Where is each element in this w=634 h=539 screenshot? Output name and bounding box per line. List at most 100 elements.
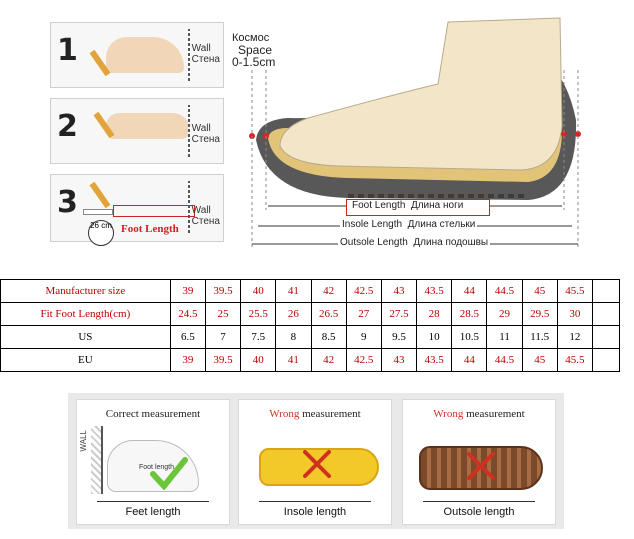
step-number: 3 — [57, 185, 78, 220]
panel-caption: Insole length — [283, 506, 347, 518]
table-cell: 29.5 — [521, 302, 558, 326]
table-cell: 8.5 — [310, 325, 347, 349]
table-cell: 39.5 — [204, 279, 242, 303]
table-cell: 30 — [556, 302, 594, 326]
ruler-icon — [83, 209, 113, 215]
table-cell: 7 — [204, 325, 242, 349]
step-number: 2 — [57, 109, 78, 144]
table-cell: 43 — [380, 348, 418, 372]
wall-line — [188, 29, 190, 81]
foot-illustration — [106, 113, 190, 139]
foot-length-inner-label: Foot length — [139, 464, 175, 471]
table-row: Fit Foot Length(cm) 24.5 25 25.5 26 26.5… — [0, 302, 620, 326]
panel-title: Wrong measurement — [433, 408, 525, 420]
row-label: Fit Foot Length(cm) — [0, 302, 171, 326]
foot-length-box — [113, 205, 195, 217]
measurement-guide: Correct measurement WALL Foot length Fee… — [68, 393, 564, 529]
table-cell: 28 — [416, 302, 453, 326]
table-cell: 42 — [310, 279, 347, 303]
foot-length-row: Foot Length Длина ноги — [352, 200, 464, 211]
row-label: Manufacturer size — [0, 279, 171, 303]
foot-shape — [279, 17, 563, 171]
table-cell: 44 — [451, 279, 488, 303]
table-row: US 6.5 7 7.5 8 8.5 9 9.5 10 10.5 11 11.5… — [0, 325, 620, 349]
table-cell: 45.5 — [556, 348, 594, 372]
table-cell: 9.5 — [380, 325, 418, 349]
foot-length-highlight — [346, 199, 490, 216]
table-cell: 12 — [556, 325, 594, 349]
wall-graphic — [91, 426, 103, 494]
panel-title: Wrong measurement — [269, 408, 361, 420]
insole-length-row: Insole Length Длина стельки — [340, 219, 478, 230]
table-cell: 44.5 — [486, 348, 523, 372]
table-cell: 28.5 — [451, 302, 488, 326]
table-cell: 39 — [169, 279, 206, 303]
outsole-length-row: Outsole Length Длина подошвы — [338, 237, 491, 248]
table-cell: 6.5 — [169, 325, 206, 349]
wall-line — [188, 181, 190, 233]
table-cell: 45 — [521, 348, 558, 372]
table-cell: 7.5 — [240, 325, 277, 349]
table-cell-empty — [592, 348, 620, 372]
table-cell: 27.5 — [380, 302, 418, 326]
foot-length-label: Foot Length — [121, 223, 179, 235]
table-cell: 26 — [275, 302, 312, 326]
wrong-insole-panel: Wrong measurement Insole length — [238, 399, 392, 525]
table-cell: 44.5 — [486, 279, 523, 303]
table-cell: 43.5 — [416, 348, 453, 372]
table-cell: 42.5 — [345, 348, 382, 372]
row-label: US — [0, 325, 171, 349]
panel-caption: Feet length — [125, 506, 181, 518]
row-label: EU — [0, 348, 171, 372]
table-cell: 42.5 — [345, 279, 382, 303]
table-cell-empty — [592, 325, 620, 349]
table-cell: 10.5 — [451, 325, 488, 349]
size-badge: 26 cm — [88, 220, 114, 246]
table-cell-empty — [592, 279, 620, 303]
table-cell: 11.5 — [521, 325, 558, 349]
step-number: 1 — [57, 33, 78, 68]
cross-icon — [467, 452, 495, 480]
table-cell: 26.5 — [310, 302, 347, 326]
table-cell: 41 — [275, 279, 312, 303]
table-cell: 29 — [486, 302, 523, 326]
table-row: EU 39 39.5 40 41 42 42.5 43 43.5 44 44.5… — [0, 348, 620, 372]
table-cell: 43 — [380, 279, 418, 303]
table-cell: 24.5 — [169, 302, 206, 326]
panel-caption: Outsole length — [443, 506, 515, 518]
shoe-diagram: Космос Space 0-1.5cm — [228, 0, 634, 268]
table-cell: 43.5 — [416, 279, 453, 303]
table-cell: 40 — [240, 348, 277, 372]
table-cell: 42 — [310, 348, 347, 372]
foot-illustration — [106, 37, 184, 73]
size-chart-table: Manufacturer size 39 39.5 40 41 42 42.5 … — [0, 279, 620, 372]
table-cell: 25.5 — [240, 302, 277, 326]
wall-line — [188, 105, 190, 157]
wrong-outsole-panel: Wrong measurement Outsole length — [402, 399, 556, 525]
cross-icon — [303, 450, 331, 478]
pencil-icon — [89, 181, 111, 209]
table-cell: 9 — [345, 325, 382, 349]
table-cell: 44 — [451, 348, 488, 372]
table-cell: 11 — [486, 325, 523, 349]
table-cell: 39 — [169, 348, 206, 372]
table-cell: 40 — [240, 279, 277, 303]
space-label: Космос Space 0-1.5cm — [232, 32, 276, 69]
table-cell: 8 — [275, 325, 312, 349]
table-row: Manufacturer size 39 39.5 40 41 42 42.5 … — [0, 279, 620, 303]
table-cell: 39.5 — [204, 348, 242, 372]
panel-title: Correct measurement — [105, 408, 201, 420]
checkmark-icon — [150, 457, 188, 490]
table-cell: 27 — [345, 302, 382, 326]
correct-measurement-panel: Correct measurement WALL Foot length Fee… — [76, 399, 230, 525]
table-cell-empty — [592, 302, 620, 326]
table-cell: 45.5 — [556, 279, 594, 303]
table-cell: 10 — [416, 325, 453, 349]
